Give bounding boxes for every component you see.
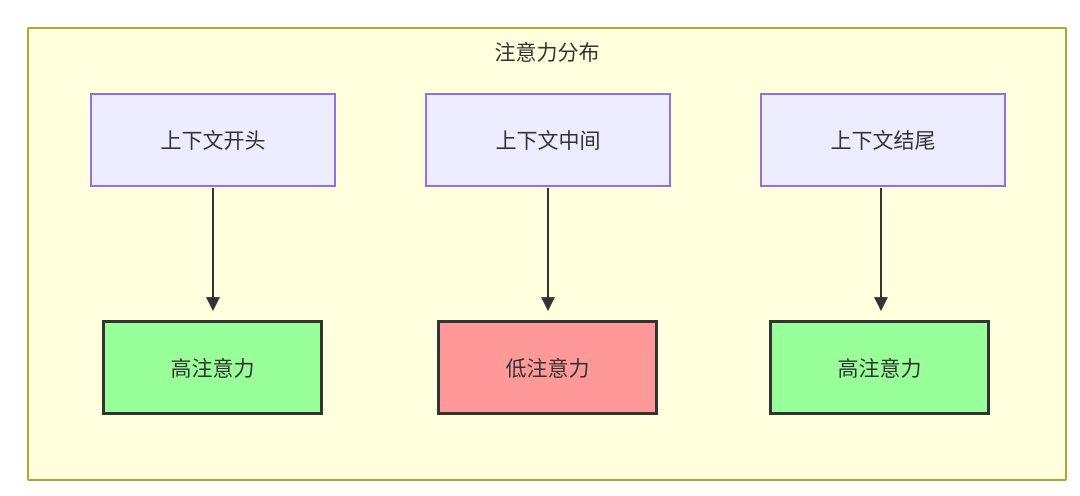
node-context-end-label: 上下文结尾 bbox=[830, 130, 936, 153]
node-context-end: 上下文结尾 bbox=[760, 93, 1006, 187]
node-low-attention: 低注意力 bbox=[437, 320, 658, 415]
node-low-attention-label: 低注意力 bbox=[505, 357, 590, 381]
node-high-attention-1-label: 高注意力 bbox=[170, 357, 255, 381]
node-context-middle-label: 上下文中间 bbox=[495, 130, 601, 153]
node-high-attention-2: 高注意力 bbox=[769, 320, 990, 415]
node-high-attention-1: 高注意力 bbox=[102, 320, 323, 415]
node-high-attention-2-label: 高注意力 bbox=[837, 357, 922, 381]
node-context-middle: 上下文中间 bbox=[425, 93, 671, 187]
node-context-start-label: 上下文开头 bbox=[160, 130, 266, 153]
diagram-title: 注意力分布 bbox=[494, 42, 600, 65]
node-context-start: 上下文开头 bbox=[90, 93, 336, 187]
